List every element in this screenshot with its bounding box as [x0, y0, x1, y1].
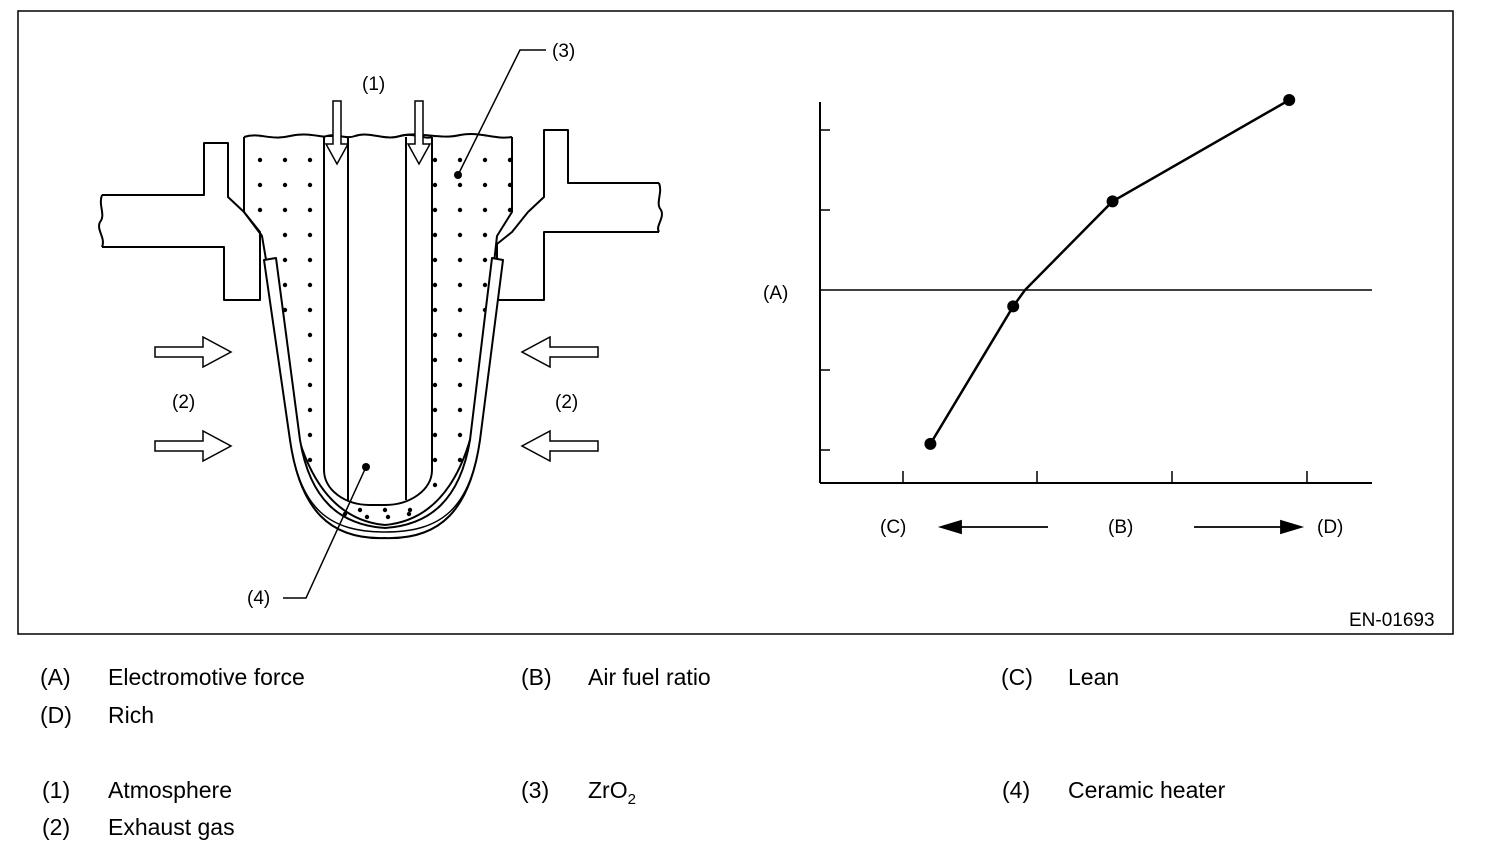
callout-zro2: (3)	[552, 41, 575, 62]
cover-dots	[342, 511, 412, 520]
down-arrow-icon	[324, 100, 350, 166]
callout-exhaust-right: (2)	[555, 392, 578, 413]
legend-value-c: Lean	[1068, 664, 1120, 690]
figure-id: EN-01693	[1349, 610, 1435, 631]
x-ticks	[902, 471, 1308, 483]
output-curve	[929, 98, 1290, 445]
graph-left-label: (C)	[880, 517, 906, 538]
legend-value-a: Electromotive force	[108, 664, 305, 690]
output-graph	[819, 98, 1372, 484]
legend-value-1: Atmosphere	[108, 777, 233, 803]
legend-key-c: (C)	[1001, 664, 1033, 690]
curve-point	[1283, 94, 1296, 106]
mounting-boss-right	[496, 129, 659, 301]
legend-value-b: Air fuel ratio	[588, 664, 711, 690]
legend-key-3: (3)	[521, 777, 550, 803]
zro2-text: ZrO	[588, 777, 628, 803]
down-arrow-icon	[406, 100, 432, 166]
oxygen-sensor-figure: (1) (3) (2) (2) (4) (A) (C) (B) (D) EN-0…	[17, 10, 1454, 635]
callout-exhaust-left: (2)	[172, 392, 195, 413]
legend-key-4: (4)	[1002, 777, 1031, 803]
ceramic-heater	[323, 137, 433, 506]
graph-x-label: (B)	[1108, 517, 1133, 538]
legend-value-3: ZrO2	[588, 777, 636, 813]
mounting-boss-left	[102, 142, 261, 301]
graph-right-label: (D)	[1317, 517, 1343, 538]
legend-key-d: (D)	[40, 702, 72, 728]
legend-value-d: Rich	[108, 702, 155, 728]
left-arrow-icon	[520, 429, 599, 463]
leader-lines	[283, 49, 546, 599]
legend-key-2: (2)	[42, 814, 71, 840]
sensor-cross-section	[98, 129, 663, 540]
curve-point	[924, 437, 937, 450]
graph-y-label: (A)	[763, 283, 788, 304]
atmosphere-arrows	[324, 100, 432, 166]
mounting-edge-left	[98, 194, 104, 248]
y-ticks	[820, 129, 830, 451]
callout-atmosphere: (1)	[362, 74, 385, 95]
left-arrow-icon	[520, 335, 599, 369]
legend-key-1: (1)	[42, 777, 71, 803]
curve-points	[924, 94, 1296, 450]
legend-value-2: Exhaust gas	[108, 814, 235, 840]
right-arrow-icon	[154, 335, 233, 369]
legend-value-4: Ceramic heater	[1068, 777, 1226, 803]
exhaust-arrows	[154, 335, 599, 463]
mounting-edge-right	[657, 182, 663, 233]
zro2-subscript: 2	[627, 791, 636, 808]
protection-cover	[263, 257, 504, 540]
left-arrow-icon	[937, 519, 962, 535]
curve-point	[1106, 195, 1119, 208]
curve-point	[1007, 300, 1020, 313]
legend-key-b: (B)	[521, 664, 552, 690]
legend-key-a: (A)	[40, 664, 71, 690]
figure-frame	[17, 10, 1454, 635]
callout-heater: (4)	[247, 588, 270, 609]
right-arrow-icon	[154, 429, 233, 463]
right-arrow-icon	[1280, 519, 1305, 535]
direction-arrows	[937, 519, 1305, 535]
